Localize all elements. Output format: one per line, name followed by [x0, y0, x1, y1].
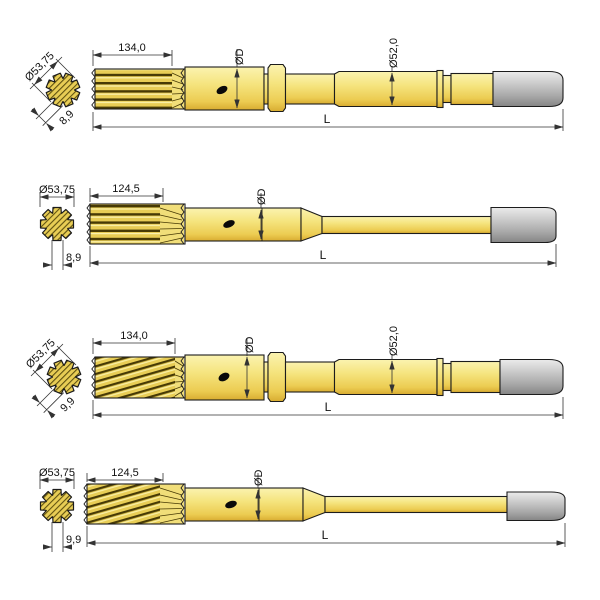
row3-dimensions: 134,0 ØD Ø52,0 L — [92, 326, 564, 419]
spline-section — [87, 484, 160, 524]
taper — [302, 487, 326, 522]
row2-section-diameter-label: Ø53,75 — [39, 184, 75, 196]
row-3-helical-spline-collared: Ø53,75 9,9 134,0 — [24, 326, 564, 419]
row1-total-length-label: L — [324, 112, 331, 126]
row-1-straight-spline-collared: Ø53,75 8,9 — [23, 38, 564, 132]
row1-side-view — [91, 63, 564, 113]
row4-section-diameter-label: Ø53,75 — [39, 467, 75, 479]
row3-spline-length-label: 134,0 — [120, 330, 148, 342]
row4-spline-width-label: 9,9 — [66, 534, 81, 546]
thread-end — [499, 358, 564, 396]
thread-end — [490, 206, 557, 244]
row2-side-view — [86, 203, 557, 245]
row4-side-view — [83, 483, 566, 525]
collar-flange — [267, 351, 287, 403]
row3-total-length-label: L — [325, 400, 332, 414]
collar-flange — [267, 63, 287, 113]
row3-shaft-diameter-label: Ø52,0 — [388, 326, 400, 356]
taper — [300, 207, 323, 242]
row2-spline-cross-section: Ø53,75 8,9 — [39, 184, 81, 270]
row1-dimensions: 134,0 ØD Ø52,0 L — [92, 38, 564, 131]
main-shaft — [321, 215, 492, 235]
chuck-body — [184, 487, 304, 522]
chuck-body — [184, 207, 302, 242]
row4-body-diameter-label: ØD — [253, 469, 265, 486]
flushing-hole — [223, 220, 235, 228]
row1-spline-cross-section: Ø53,75 8,9 — [23, 50, 81, 132]
main-shaft — [333, 358, 438, 396]
spline-section — [90, 204, 160, 244]
row3-side-view — [91, 351, 564, 403]
spline-section-gear — [45, 72, 81, 108]
row3-spline-cross-section: Ø53,75 9,9 — [24, 337, 82, 419]
relief-groove — [442, 362, 452, 392]
row-4-helical-spline-plain: Ø53,75 9,9 124,5 ØD — [39, 467, 566, 552]
row3-spline-width-label: 9,9 — [58, 395, 77, 414]
relief-groove — [442, 74, 452, 104]
flushing-hole — [216, 85, 228, 95]
spline-section-gear — [46, 359, 82, 395]
spline-section-gear — [39, 488, 75, 524]
row4-spline-length-label: 124,5 — [111, 467, 139, 479]
flushing-hole — [225, 500, 237, 509]
row4-total-length-label: L — [322, 528, 329, 542]
row1-shaft-diameter-label: Ø52,0 — [388, 38, 400, 68]
main-shaft — [324, 495, 508, 514]
row1-body-diameter-label: ØD — [234, 48, 246, 65]
spline-section — [95, 357, 175, 398]
row3-body-diameter-label: ØD — [244, 336, 256, 353]
row2-spline-length-label: 124,5 — [112, 183, 140, 195]
row1-spline-width-label: 8,9 — [57, 108, 76, 127]
row-2-straight-spline-plain: Ø53,75 8,9 124,5 ØD — [39, 183, 557, 270]
neck-shaft — [284, 361, 336, 393]
thread-end — [506, 491, 566, 522]
neck-shaft — [284, 73, 336, 105]
main-shaft — [333, 70, 438, 108]
thread-end — [492, 70, 564, 108]
spline-section — [95, 69, 172, 109]
row1-spline-length-label: 134,0 — [118, 42, 146, 54]
row4-spline-cross-section: Ø53,75 9,9 — [39, 467, 81, 552]
flushing-hole — [218, 372, 230, 382]
row4-dimensions: 124,5 ØD L — [86, 467, 566, 547]
row2-total-length-label: L — [320, 248, 327, 262]
row2-spline-width-label: 8,9 — [66, 252, 81, 264]
row2-body-diameter-label: ØD — [256, 188, 268, 205]
spline-section-gear — [39, 206, 75, 242]
row2-dimensions: 124,5 ØD L — [89, 183, 557, 267]
